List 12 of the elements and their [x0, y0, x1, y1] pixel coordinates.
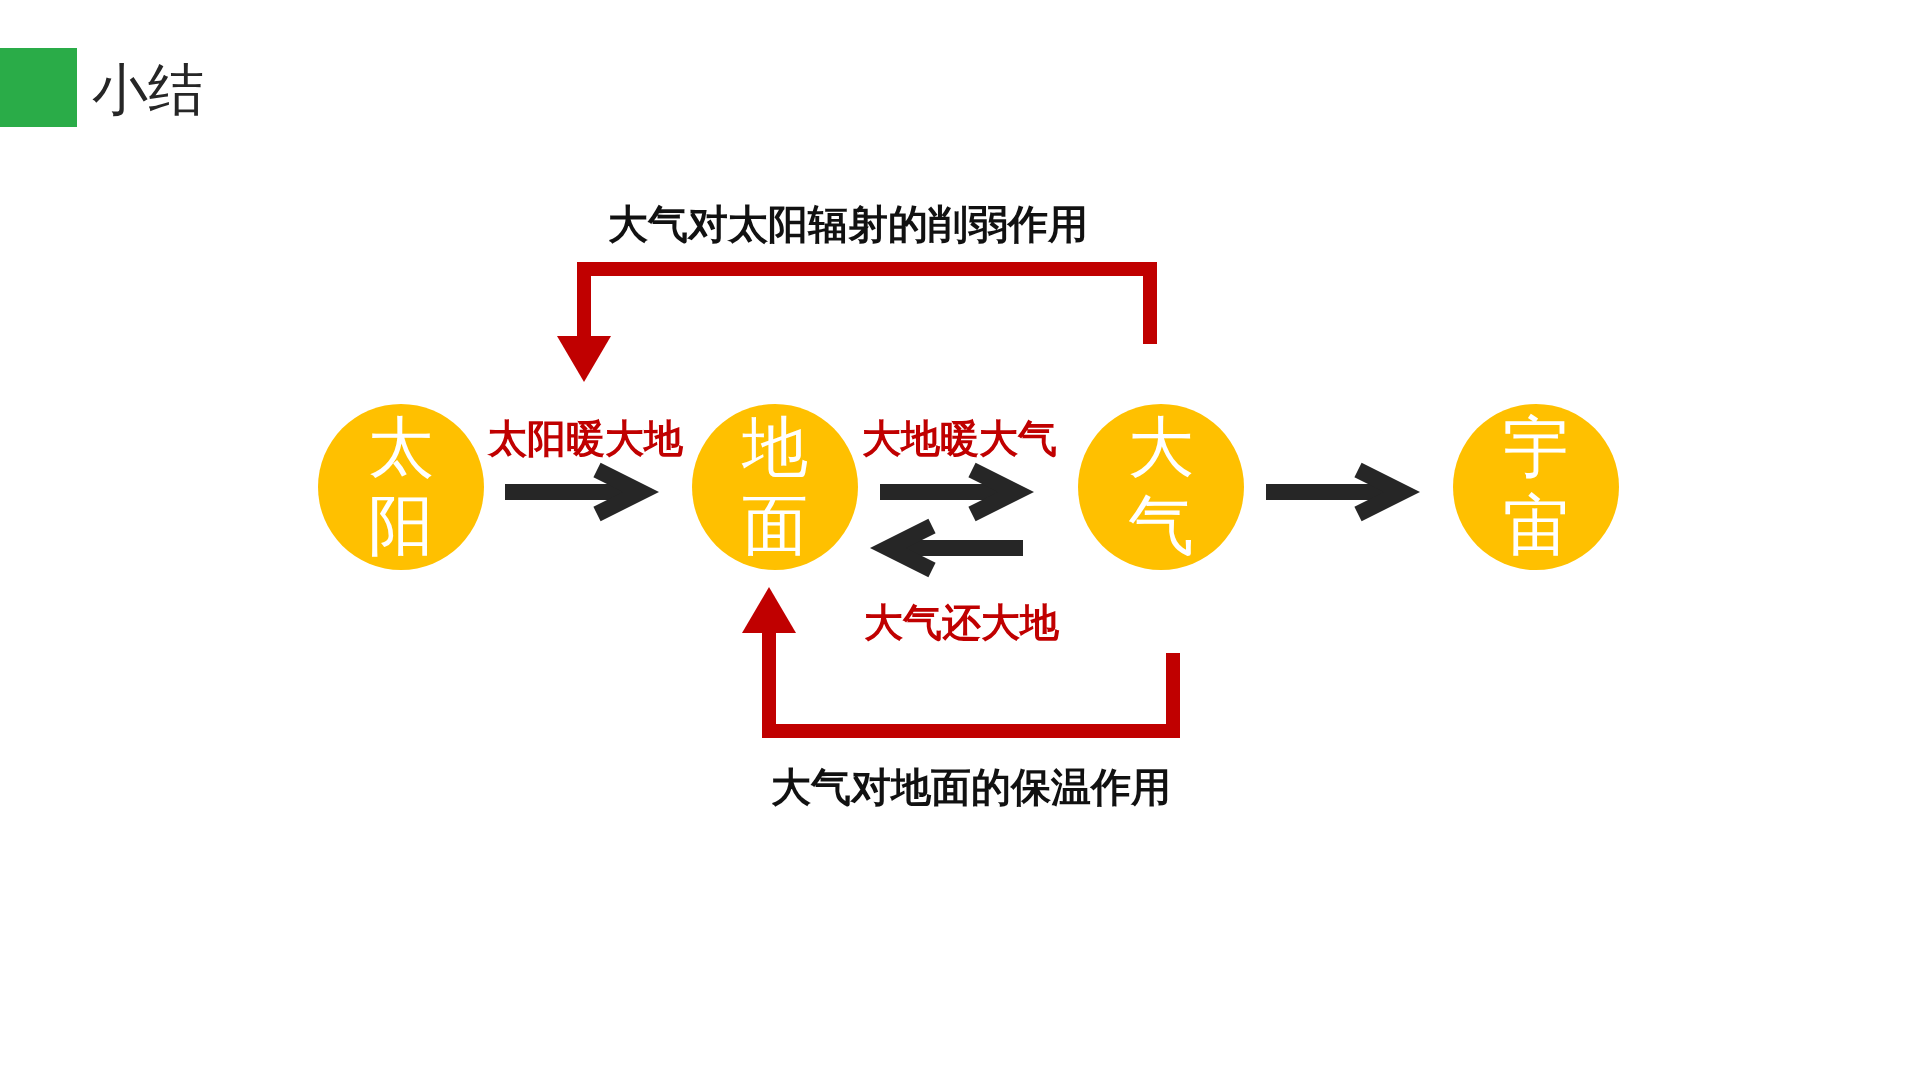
circle-node: 太阳	[318, 404, 484, 570]
edge-label: 太阳暖大地	[487, 416, 683, 462]
slide-title: 小结	[92, 62, 204, 118]
arrow	[742, 587, 1180, 738]
circle-node: 宇宙	[1453, 404, 1619, 570]
edge-label: 大气对地面的保温作用	[771, 764, 1171, 810]
edge-label: 大气还大地	[863, 600, 1059, 646]
arrow	[557, 262, 1157, 382]
edge-label: 大气对太阳辐射的削弱作用	[608, 201, 1088, 247]
circle-node: 地面	[692, 404, 858, 570]
circle-node: 大气	[1078, 404, 1244, 570]
edge-label: 大地暖大气	[861, 416, 1057, 462]
